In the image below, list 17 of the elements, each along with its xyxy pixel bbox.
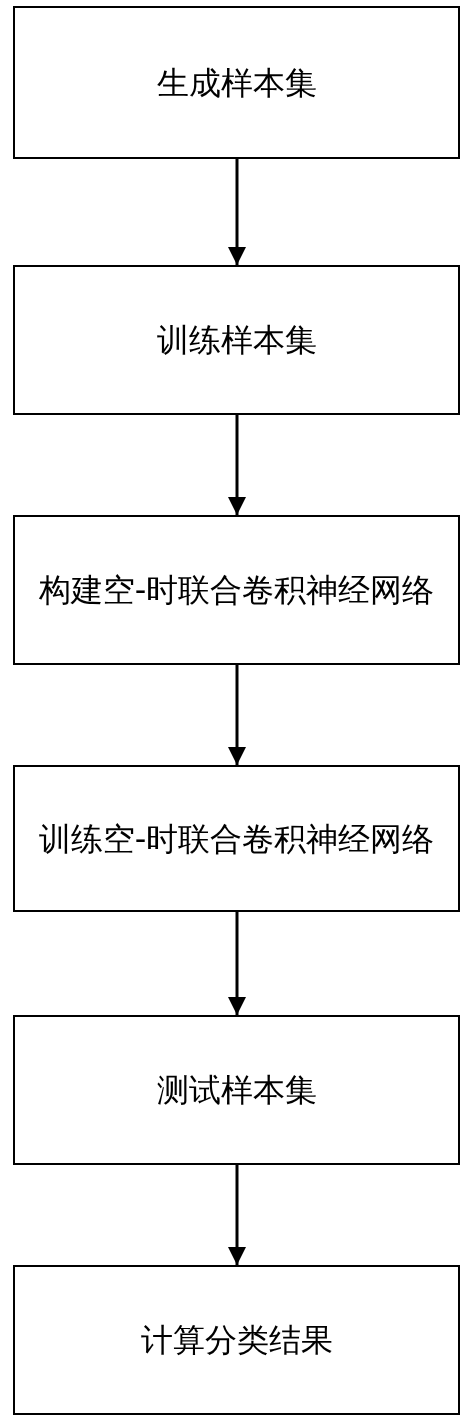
step-text: 训练样本集 [156,320,317,361]
arrow [228,1165,246,1265]
process-box [13,265,460,415]
arrow [228,159,246,265]
step-text: 训练空-时联合卷积神经网络 [38,818,435,860]
process-box [13,515,460,665]
process-box [13,1015,460,1165]
process-box [13,765,460,912]
process-box [13,1265,460,1415]
step-text: 生成样本集 [156,62,317,104]
arrow [228,415,246,515]
step-text: 构建空-时联合卷积神经网络 [38,570,435,611]
step-text: 测试样本集 [156,1070,317,1111]
process-box [13,6,460,159]
arrow [228,665,246,765]
step-text: 计算分类结果 [140,1320,333,1361]
arrow [228,912,246,1015]
